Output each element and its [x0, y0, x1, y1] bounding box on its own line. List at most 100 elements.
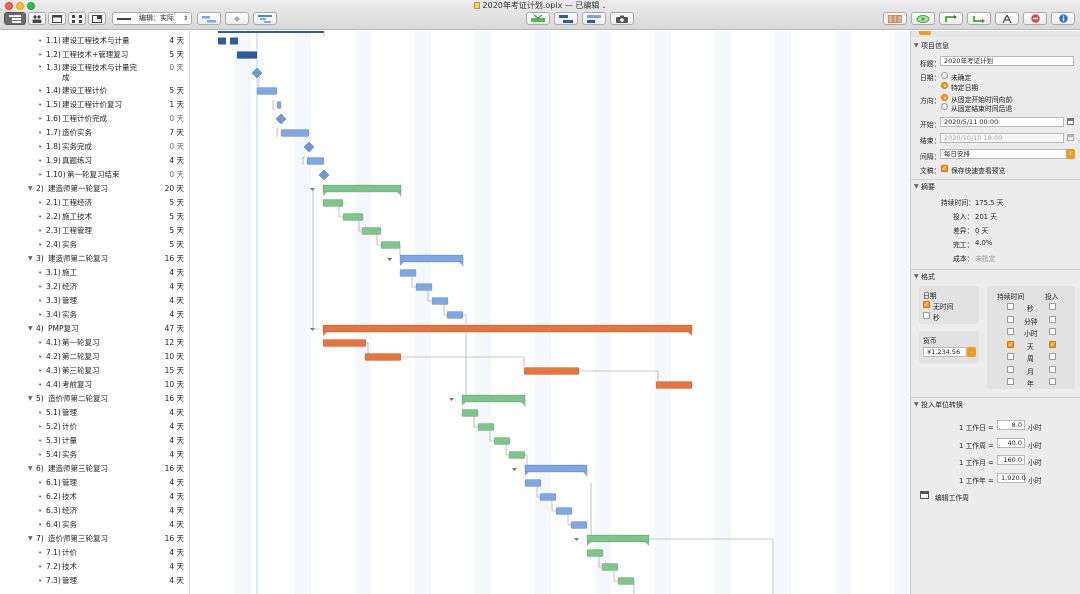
conversion-value-field[interactable]: 1,920.0	[997, 472, 1026, 483]
milestone-diamond[interactable]	[251, 67, 263, 79]
group-bar-end-cap[interactable]	[400, 262, 404, 266]
task-bar[interactable]	[306, 157, 325, 165]
duration-unit-checkbox[interactable]	[1007, 378, 1014, 385]
group-bar-end-cap[interactable]	[397, 192, 401, 196]
task-bar[interactable]	[364, 353, 402, 361]
group-bar-end-cap[interactable]	[583, 472, 587, 476]
task-bar[interactable]	[230, 37, 238, 45]
conversion-header[interactable]: ▼投入单位转换	[911, 397, 1080, 411]
zoom-window-button[interactable]	[27, 2, 35, 10]
task-bar[interactable]	[280, 129, 310, 137]
date-specific-radio[interactable]	[941, 82, 948, 89]
group-bar-end-cap[interactable]	[521, 402, 525, 406]
disclosure-triangle-icon[interactable]: ▼	[28, 535, 33, 542]
chevron-down-icon[interactable]: ⌄	[601, 3, 607, 10]
task-bar[interactable]	[617, 577, 635, 585]
indent-tasks-button[interactable]	[197, 12, 221, 25]
task-bar[interactable]	[601, 563, 619, 571]
quicklook-preview-checkbox[interactable]: ✓	[941, 165, 948, 172]
summary-header[interactable]: ▼摘要	[911, 179, 1080, 193]
info-button[interactable]	[1051, 12, 1075, 25]
task-bar[interactable]	[218, 37, 226, 45]
outline-view-button[interactable]	[4, 12, 26, 25]
inspect-task-button[interactable]	[883, 12, 907, 25]
duration-unit-checkbox[interactable]	[1007, 328, 1014, 335]
task-bar[interactable]	[493, 437, 511, 445]
task-bar[interactable]	[322, 339, 367, 347]
task-bar[interactable]	[361, 227, 382, 235]
add-milestone-button[interactable]	[225, 12, 249, 25]
task-bar[interactable]	[655, 381, 693, 389]
calendar-icon[interactable]	[1067, 118, 1074, 125]
edit-mode-select[interactable]: 编辑：实际 ⇕	[112, 12, 192, 25]
duration-unit-checkbox[interactable]	[1007, 365, 1014, 373]
task-bar[interactable]	[322, 199, 344, 207]
disclosure-triangle-icon[interactable]: ▼	[28, 255, 33, 262]
task-bar[interactable]	[431, 297, 449, 305]
start-date-field[interactable]: 2020/5/11 00:00	[940, 117, 1064, 127]
conversion-value-field[interactable]: 40.0	[997, 437, 1025, 448]
milestone-diamond[interactable]	[303, 141, 315, 153]
add-group-button[interactable]	[253, 12, 277, 25]
task-bar[interactable]	[236, 51, 258, 59]
inspect-style-button[interactable]	[995, 12, 1019, 25]
disclosure-triangle-icon[interactable]: ▼	[28, 185, 33, 192]
task-bar[interactable]	[380, 241, 401, 249]
task-bar[interactable]	[570, 521, 588, 529]
group-bar[interactable]	[322, 184, 402, 193]
duration-unit-checkbox[interactable]	[1007, 303, 1014, 310]
milestone-diamond[interactable]	[318, 169, 330, 181]
group-bar[interactable]	[218, 31, 324, 33]
minimize-window-button[interactable]	[16, 2, 24, 10]
task-bar[interactable]	[508, 451, 526, 459]
task-bar[interactable]	[555, 507, 573, 515]
inspect-dependencies-button[interactable]	[939, 12, 963, 25]
effort-unit-checkbox[interactable]: ✓	[1049, 340, 1056, 348]
calendar-view-button[interactable]	[48, 12, 66, 25]
disclosure-triangle-icon[interactable]: ▼	[28, 395, 33, 402]
milestone-diamond[interactable]	[275, 113, 287, 125]
duration-unit-checkbox[interactable]: ✓	[1007, 340, 1014, 348]
chevron-down-icon[interactable]: ⇕	[1066, 149, 1075, 159]
resources-view-button[interactable]	[28, 12, 46, 25]
inspect-resources-button[interactable]	[967, 12, 991, 25]
seconds-checkbox[interactable]	[923, 312, 930, 319]
format-header[interactable]: ▼格式	[911, 269, 1080, 283]
direction-backward-radio[interactable]	[941, 103, 948, 110]
effort-unit-checkbox[interactable]	[1049, 353, 1056, 360]
styles-view-button[interactable]	[88, 12, 106, 25]
level-resources-button[interactable]	[526, 12, 550, 25]
task-bar[interactable]	[524, 479, 542, 487]
duration-unit-checkbox[interactable]	[1007, 353, 1014, 360]
inspect-project-button[interactable]	[911, 12, 935, 25]
group-bar-end-cap[interactable]	[323, 192, 327, 196]
task-bar[interactable]	[446, 311, 464, 319]
catch-up-button[interactable]	[582, 12, 606, 25]
snapshot-button[interactable]	[610, 12, 634, 25]
